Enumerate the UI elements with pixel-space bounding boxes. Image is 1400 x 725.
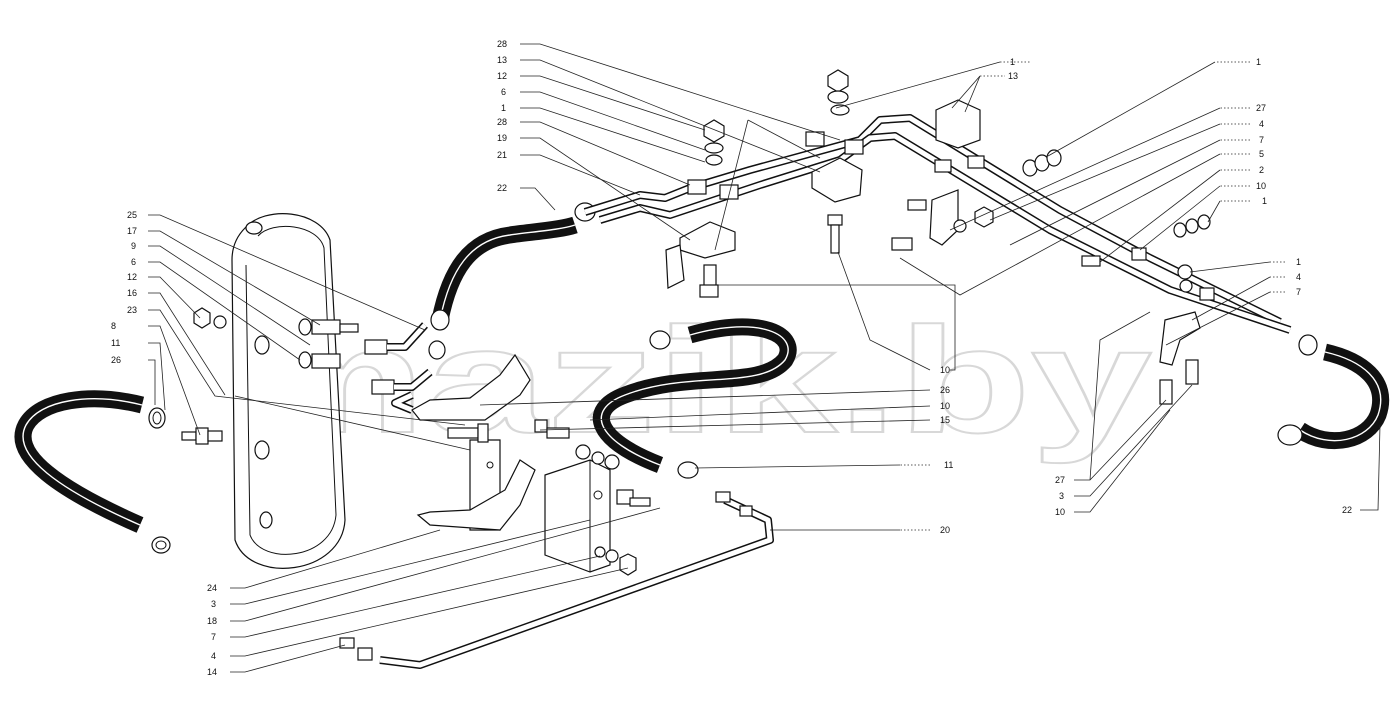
elbow-fitting-lower (371, 368, 433, 414)
callout-21: 21 (497, 150, 507, 160)
hose-left-u (14, 390, 145, 533)
bracket-right (1159, 264, 1201, 405)
hose-middle-s (592, 318, 797, 479)
callout-11: 11 (944, 460, 953, 470)
callout-6: 6 (131, 257, 136, 267)
mount-block (544, 459, 611, 573)
callout-2: 2 (1259, 165, 1264, 175)
callout-10: 10 (940, 365, 950, 375)
callout-10: 10 (1256, 181, 1266, 191)
callout-3: 3 (1059, 491, 1064, 501)
callout-26: 26 (940, 385, 950, 395)
callout-7: 7 (1259, 135, 1264, 145)
callout-3: 3 (211, 599, 216, 609)
tank-bracket (411, 353, 536, 531)
callout-16: 16 (127, 288, 137, 298)
hose-right-22 (1277, 334, 1390, 450)
callout-28: 28 (497, 39, 507, 49)
callout-23: 23 (127, 305, 137, 315)
callout-12: 12 (497, 71, 507, 81)
callout-22: 22 (1342, 505, 1352, 515)
callout-27: 27 (1055, 475, 1065, 485)
callout-15: 15 (940, 415, 950, 425)
callout-5: 5 (1259, 149, 1264, 159)
callout-10: 10 (1055, 507, 1065, 517)
clamp-left-lower (151, 536, 171, 554)
fitting-tank-upper (298, 318, 359, 336)
elbow-fitting-upper (364, 322, 428, 355)
washers-right (953, 149, 1211, 238)
hose-upper-22 (431, 216, 578, 322)
callout-24: 24 (207, 583, 217, 593)
callout-4: 4 (1259, 119, 1264, 129)
callout-4: 4 (1296, 272, 1301, 282)
callout-10: 10 (940, 401, 950, 411)
callout-4: 4 (211, 651, 216, 661)
fitting-left-8 (181, 427, 223, 445)
callout-11: 11 (111, 338, 120, 348)
callout-8: 8 (111, 321, 116, 331)
callout-25: 25 (127, 210, 137, 220)
callout-28: 28 (497, 117, 507, 127)
callout-1: 1 (1262, 196, 1267, 206)
clip-brackets-upper (665, 99, 981, 289)
fuel-tank (231, 213, 346, 569)
callout-1: 1 (501, 103, 506, 113)
tube-lower-20 (339, 491, 774, 669)
callout-1: 1 (1010, 57, 1015, 67)
callout-labels: 28 13 12 6 1 28 19 21 22 25 17 9 6 12 16… (111, 39, 1352, 677)
callout-13: 13 (497, 55, 507, 65)
callout-7: 7 (211, 632, 216, 642)
callout-20: 20 (940, 525, 950, 535)
callout-27: 27 (1256, 103, 1266, 113)
callout-17: 17 (127, 226, 137, 236)
clamp-left-upper (148, 407, 166, 429)
bolts-center (447, 419, 651, 576)
callout-1: 1 (1296, 257, 1301, 267)
nut-stack-top (703, 69, 850, 166)
callout-13: 13 (1008, 71, 1018, 81)
callout-18: 18 (207, 616, 217, 626)
callout-6: 6 (501, 87, 506, 97)
callout-14: 14 (207, 667, 217, 677)
callout-22: 22 (497, 183, 507, 193)
callout-26: 26 (111, 355, 121, 365)
callout-1: 1 (1256, 57, 1261, 67)
callout-9: 9 (131, 241, 136, 251)
leader-lines (148, 43, 1381, 673)
fitting-tank-lower (298, 351, 341, 369)
bolts-upper (699, 199, 1101, 298)
callout-12: 12 (127, 272, 137, 282)
tube-couplings (687, 131, 1215, 301)
callout-19: 19 (497, 133, 507, 143)
nut-washer-12 (193, 307, 227, 329)
callout-7: 7 (1296, 287, 1301, 297)
